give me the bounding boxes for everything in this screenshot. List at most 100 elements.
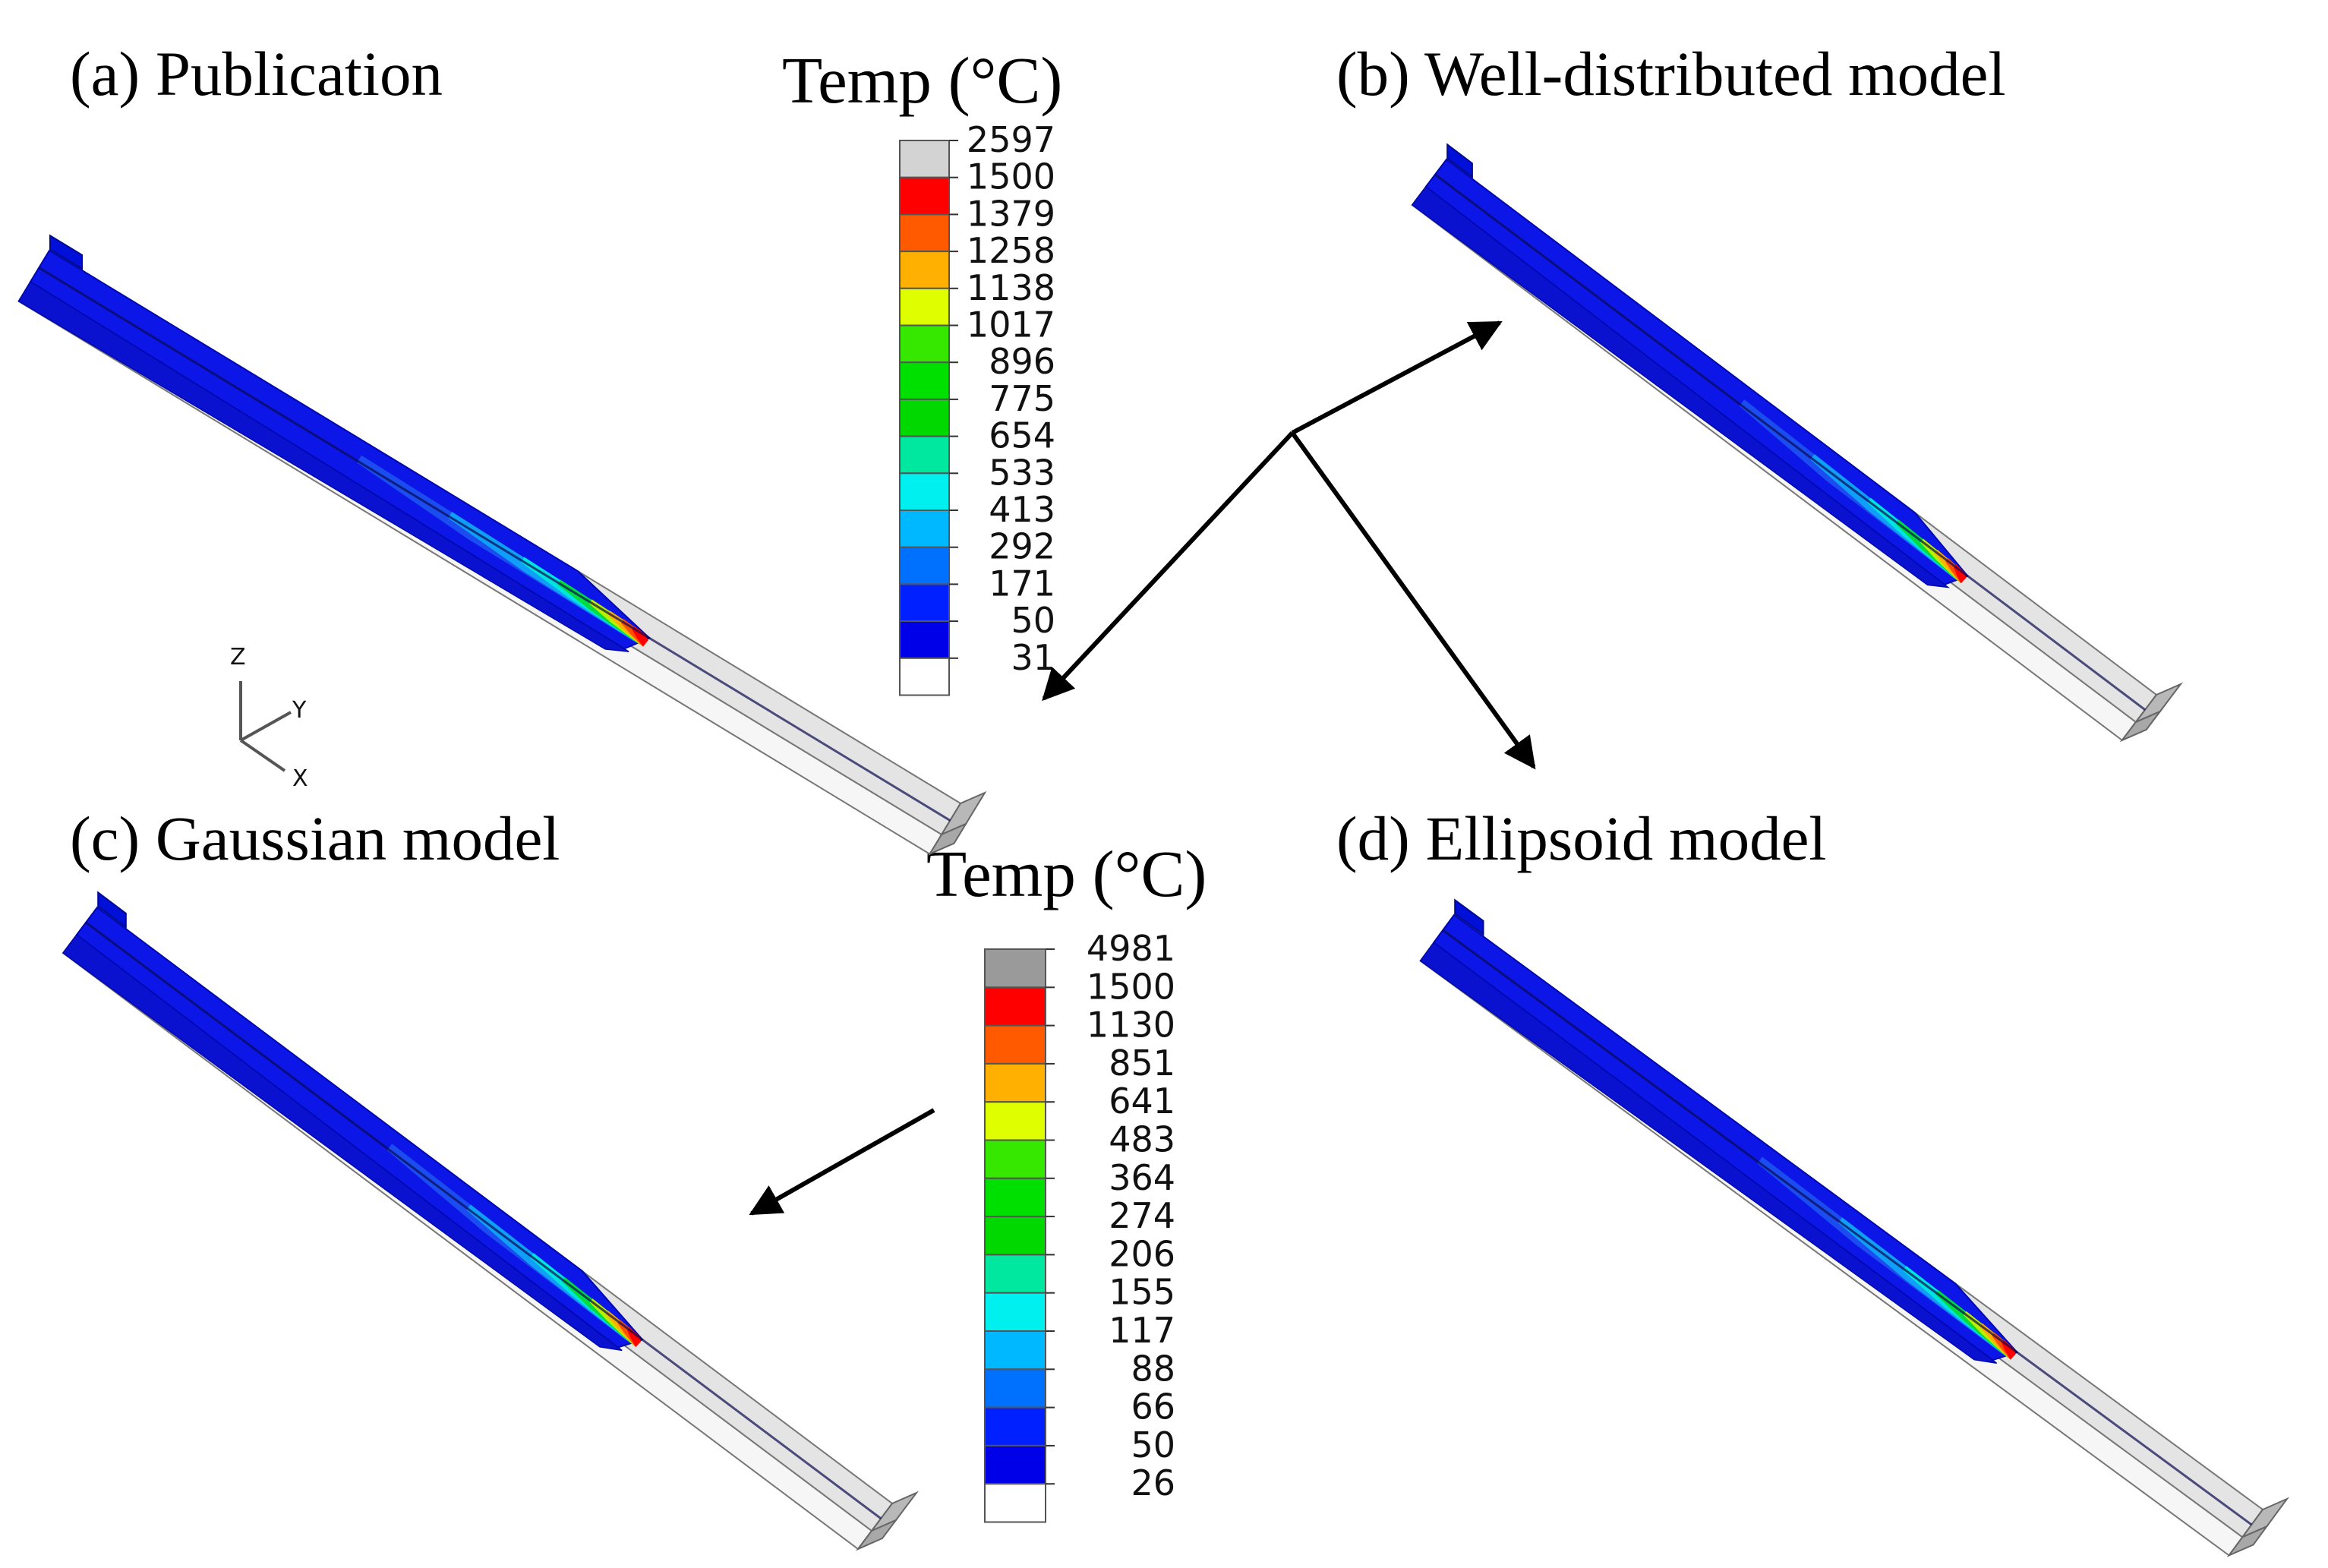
plate-end-face <box>2226 1524 2270 1557</box>
legend-swatch <box>984 1177 1046 1218</box>
legend-tick-label: 50 <box>1011 600 1055 641</box>
legend-swatch <box>899 324 950 364</box>
legend-swatch <box>899 361 950 400</box>
legend-swatch <box>984 1101 1046 1141</box>
weld-seam-line <box>38 267 951 822</box>
arrow-to-a <box>1042 431 1295 702</box>
legend-tick-label: 1258 <box>967 230 1055 271</box>
legend-tick-label: 775 <box>989 378 1055 419</box>
plate-end-face <box>2119 709 2162 743</box>
plate-start-lip <box>1454 898 1484 936</box>
legend-tick-label: 896 <box>989 341 1055 382</box>
weld-seam-line <box>1442 929 2253 1526</box>
legend-swatch <box>899 251 950 289</box>
legend-swatch <box>899 472 950 511</box>
legend-swatch <box>984 1330 1046 1371</box>
cooled-weld-front <box>17 280 629 652</box>
legend-tick-label: 2597 <box>967 119 1055 160</box>
triad-y-label: Y <box>292 697 307 724</box>
triad-x-axis <box>239 739 286 772</box>
legend-swatch <box>899 510 950 548</box>
legend-tick-label: 1500 <box>967 156 1055 197</box>
triad-x-label: X <box>292 765 308 792</box>
legend-tick-label: 66 <box>1131 1387 1175 1428</box>
legend-tick-label: 4981 <box>1087 928 1175 969</box>
legend-swatch <box>984 1483 1046 1523</box>
weld-seam-line <box>85 921 882 1520</box>
plate-end-face <box>855 1518 899 1551</box>
panel-c-title: (c) Gaussian model <box>70 803 560 873</box>
legend-tick-label: 1500 <box>1087 966 1175 1007</box>
legend-swatch <box>899 176 950 216</box>
comparison-arrows <box>749 320 1536 1216</box>
legend-swatch <box>984 1062 1046 1103</box>
legend-swatch <box>899 435 950 475</box>
legend-swatch <box>984 1254 1046 1294</box>
plate-start-lip <box>49 234 83 270</box>
legend-tick-label: 171 <box>989 563 1055 604</box>
plate-end-face <box>928 822 968 856</box>
cooled-weld-front <box>1411 185 1951 588</box>
legend-tick-label: 31 <box>1011 637 1055 678</box>
arrow-to-b <box>1291 320 1503 435</box>
legend-tick-label: 26 <box>1131 1462 1175 1503</box>
arrow-to-d <box>1290 431 1536 770</box>
panel-a-title: (a) Publication <box>70 39 443 109</box>
legend-tick-label: 1379 <box>967 193 1055 234</box>
panel-b-title: (b) Well-distributed model <box>1336 39 2006 109</box>
legend-tick-label: 654 <box>989 415 1055 456</box>
legend-tick-label: 533 <box>989 452 1055 493</box>
legend-tick-label: 641 <box>1109 1081 1175 1122</box>
legend-swatch <box>984 986 1046 1027</box>
legend-swatch <box>984 1139 1046 1179</box>
weld-plate-contour-a <box>17 234 987 856</box>
legend-swatch <box>899 657 950 696</box>
axis-triad-icon: Z Y X <box>230 644 308 792</box>
legend-swatch <box>899 140 950 178</box>
legend-tick-label: 413 <box>989 489 1055 530</box>
legend-tick-label: 851 <box>1109 1043 1175 1084</box>
weld-plate-contour-b <box>1411 143 2184 743</box>
legend-swatch <box>984 1292 1046 1332</box>
legend-top-title: Temp (°C) <box>782 43 1062 117</box>
weld-seam-line <box>1434 173 2147 711</box>
temperature-legend-bottom: Temp (°C) 498115001130851641483364274206… <box>926 837 1207 1523</box>
legend-swatch <box>984 948 1046 989</box>
temperature-legend-top: Temp (°C) 259715001379125811381017896775… <box>782 43 1062 696</box>
legend-tick-label: 274 <box>1109 1195 1175 1236</box>
panel-d-title: (d) Ellipsoid model <box>1336 803 1826 873</box>
legend-swatch <box>899 620 950 659</box>
legend-swatch <box>984 1368 1046 1409</box>
plate-start-lip <box>97 891 127 929</box>
weld-plate-contour-c <box>62 891 920 1551</box>
cooled-weld-front <box>62 933 623 1352</box>
legend-bottom-title: Temp (°C) <box>926 837 1207 910</box>
legend-tick-label: 206 <box>1109 1233 1175 1274</box>
legend-swatch <box>899 583 950 623</box>
legend-tick-label: 88 <box>1131 1348 1175 1389</box>
legend-tick-label: 117 <box>1109 1310 1175 1351</box>
legend-tick-label: 50 <box>1131 1424 1175 1465</box>
legend-tick-label: 1130 <box>1087 1005 1175 1046</box>
legend-swatch <box>899 287 950 327</box>
legend-swatch <box>984 1024 1046 1065</box>
legend-swatch <box>899 213 950 253</box>
triad-z-label: Z <box>230 644 246 670</box>
legend-tick-label: 483 <box>1109 1119 1175 1160</box>
triad-y-axis <box>240 711 292 742</box>
legend-swatch <box>984 1406 1046 1447</box>
plate-start-lip <box>1446 143 1473 179</box>
legend-tick-label: 292 <box>989 526 1055 567</box>
legend-swatch <box>899 546 950 585</box>
legend-swatch <box>899 398 950 437</box>
legend-tick-label: 155 <box>1109 1272 1175 1313</box>
legend-tick-label: 1138 <box>967 267 1055 308</box>
arrow-to-c <box>749 1108 935 1216</box>
legend-swatch <box>984 1216 1046 1256</box>
cooled-weld-front <box>1419 942 1998 1364</box>
weld-plate-contour-d <box>1419 898 2290 1557</box>
legend-swatch <box>984 1444 1046 1485</box>
legend-tick-label: 364 <box>1109 1157 1175 1198</box>
legend-tick-label: 1017 <box>967 304 1055 345</box>
